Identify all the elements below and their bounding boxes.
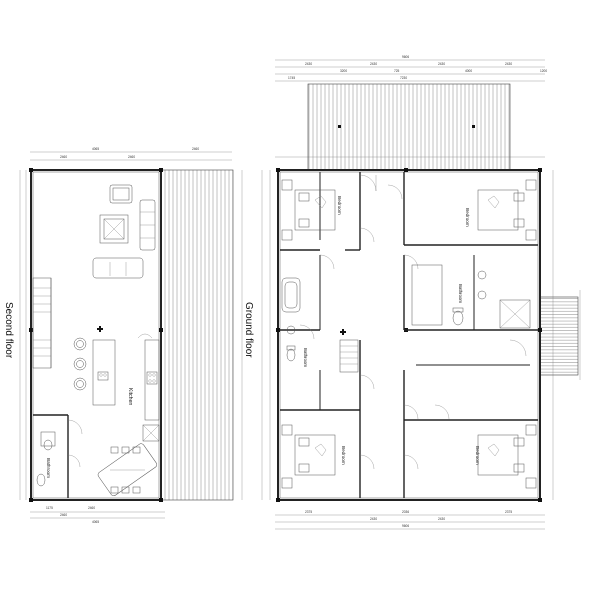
stairs [32, 277, 52, 369]
dimension-top-8: 1200 [540, 69, 547, 73]
ground-floor-plan: 9606 2430 2430 2430 2430 3200 725 4000 1… [243, 55, 581, 530]
kitchen-counter [137, 333, 160, 442]
interior-walls [280, 172, 538, 498]
second-floor-plan: 2460 4065 2460 2460 1175 2460 2460 4065 [3, 147, 243, 524]
bedroom-se-label: Bedroom [475, 446, 480, 465]
dimension-top-1: 2460 [60, 155, 67, 159]
bed-sw [281, 424, 336, 489]
dimension-top-10: 1745 [288, 76, 295, 80]
bedroom-sw-label: Bedroom [341, 446, 346, 465]
dimension-top-9: 7230 [400, 76, 407, 80]
dimension-bottom-3: 2460 [60, 513, 67, 517]
second-floor-title: Second floor [3, 302, 14, 359]
dimension-top-5: 3200 [340, 69, 347, 73]
dimension-top-4: 2460 [192, 147, 199, 151]
dimension-bottom-2: 2460 [88, 506, 95, 510]
bathroom-label: Bathroom [46, 458, 51, 478]
bedroom-ne-label: Bedroom [465, 208, 470, 227]
living-furniture [92, 184, 156, 279]
dimension-top-1: 2430 [305, 62, 312, 66]
dimension-overall-width: 9606 [402, 55, 409, 59]
column-marker [97, 326, 103, 332]
dimension-top-6: 725 [394, 69, 400, 73]
door-swings [299, 174, 527, 470]
dimension-bottom-4: 4065 [92, 520, 99, 524]
dimension-top-4: 2430 [505, 62, 512, 66]
ground-floor-top-deck [307, 83, 511, 171]
bed-ne [477, 179, 537, 241]
kitchen-label: Kitchen [127, 388, 133, 405]
second-floor-exterior-wall [30, 169, 162, 501]
bedroom-nw-label: Bedroom [337, 196, 342, 215]
bathroom-walls [33, 414, 83, 498]
dimension-bottom-2: 2430 [370, 517, 377, 521]
bed-nw [281, 179, 336, 241]
kitchen-island [73, 337, 116, 406]
ground-floor-title: Ground floor [243, 302, 254, 358]
dimension-top-3: 2460 [128, 155, 135, 159]
dimension-top-2: 2430 [370, 62, 377, 66]
column-marker [340, 329, 346, 335]
bathroom-fixtures [281, 264, 531, 362]
dimension-top-3: 2430 [438, 62, 445, 66]
dimension-bottom-5: 2375 [505, 510, 512, 514]
bathroom-right-label: Bathroom [458, 284, 463, 303]
ground-floor-side-deck [539, 296, 579, 376]
dimension-bottom-4: 2430 [438, 517, 445, 521]
dining-set [97, 443, 158, 497]
dimension-bottom-1: 1175 [46, 506, 53, 510]
second-floor-dimension-lines [19, 151, 243, 519]
dimension-top-2: 4065 [92, 147, 99, 151]
second-floor-deck [160, 169, 234, 501]
dimension-top-7: 4000 [465, 69, 472, 73]
dimension-bottom-overall: 9606 [402, 524, 409, 528]
ground-floor-exterior-wall [277, 169, 541, 501]
dimension-bottom-3: 2036 [402, 510, 409, 514]
dimension-bottom-1: 2375 [305, 510, 312, 514]
corridor-stairs [339, 339, 359, 373]
bed-se [477, 424, 537, 489]
bathroom-left-label: Bathroom [303, 348, 308, 367]
